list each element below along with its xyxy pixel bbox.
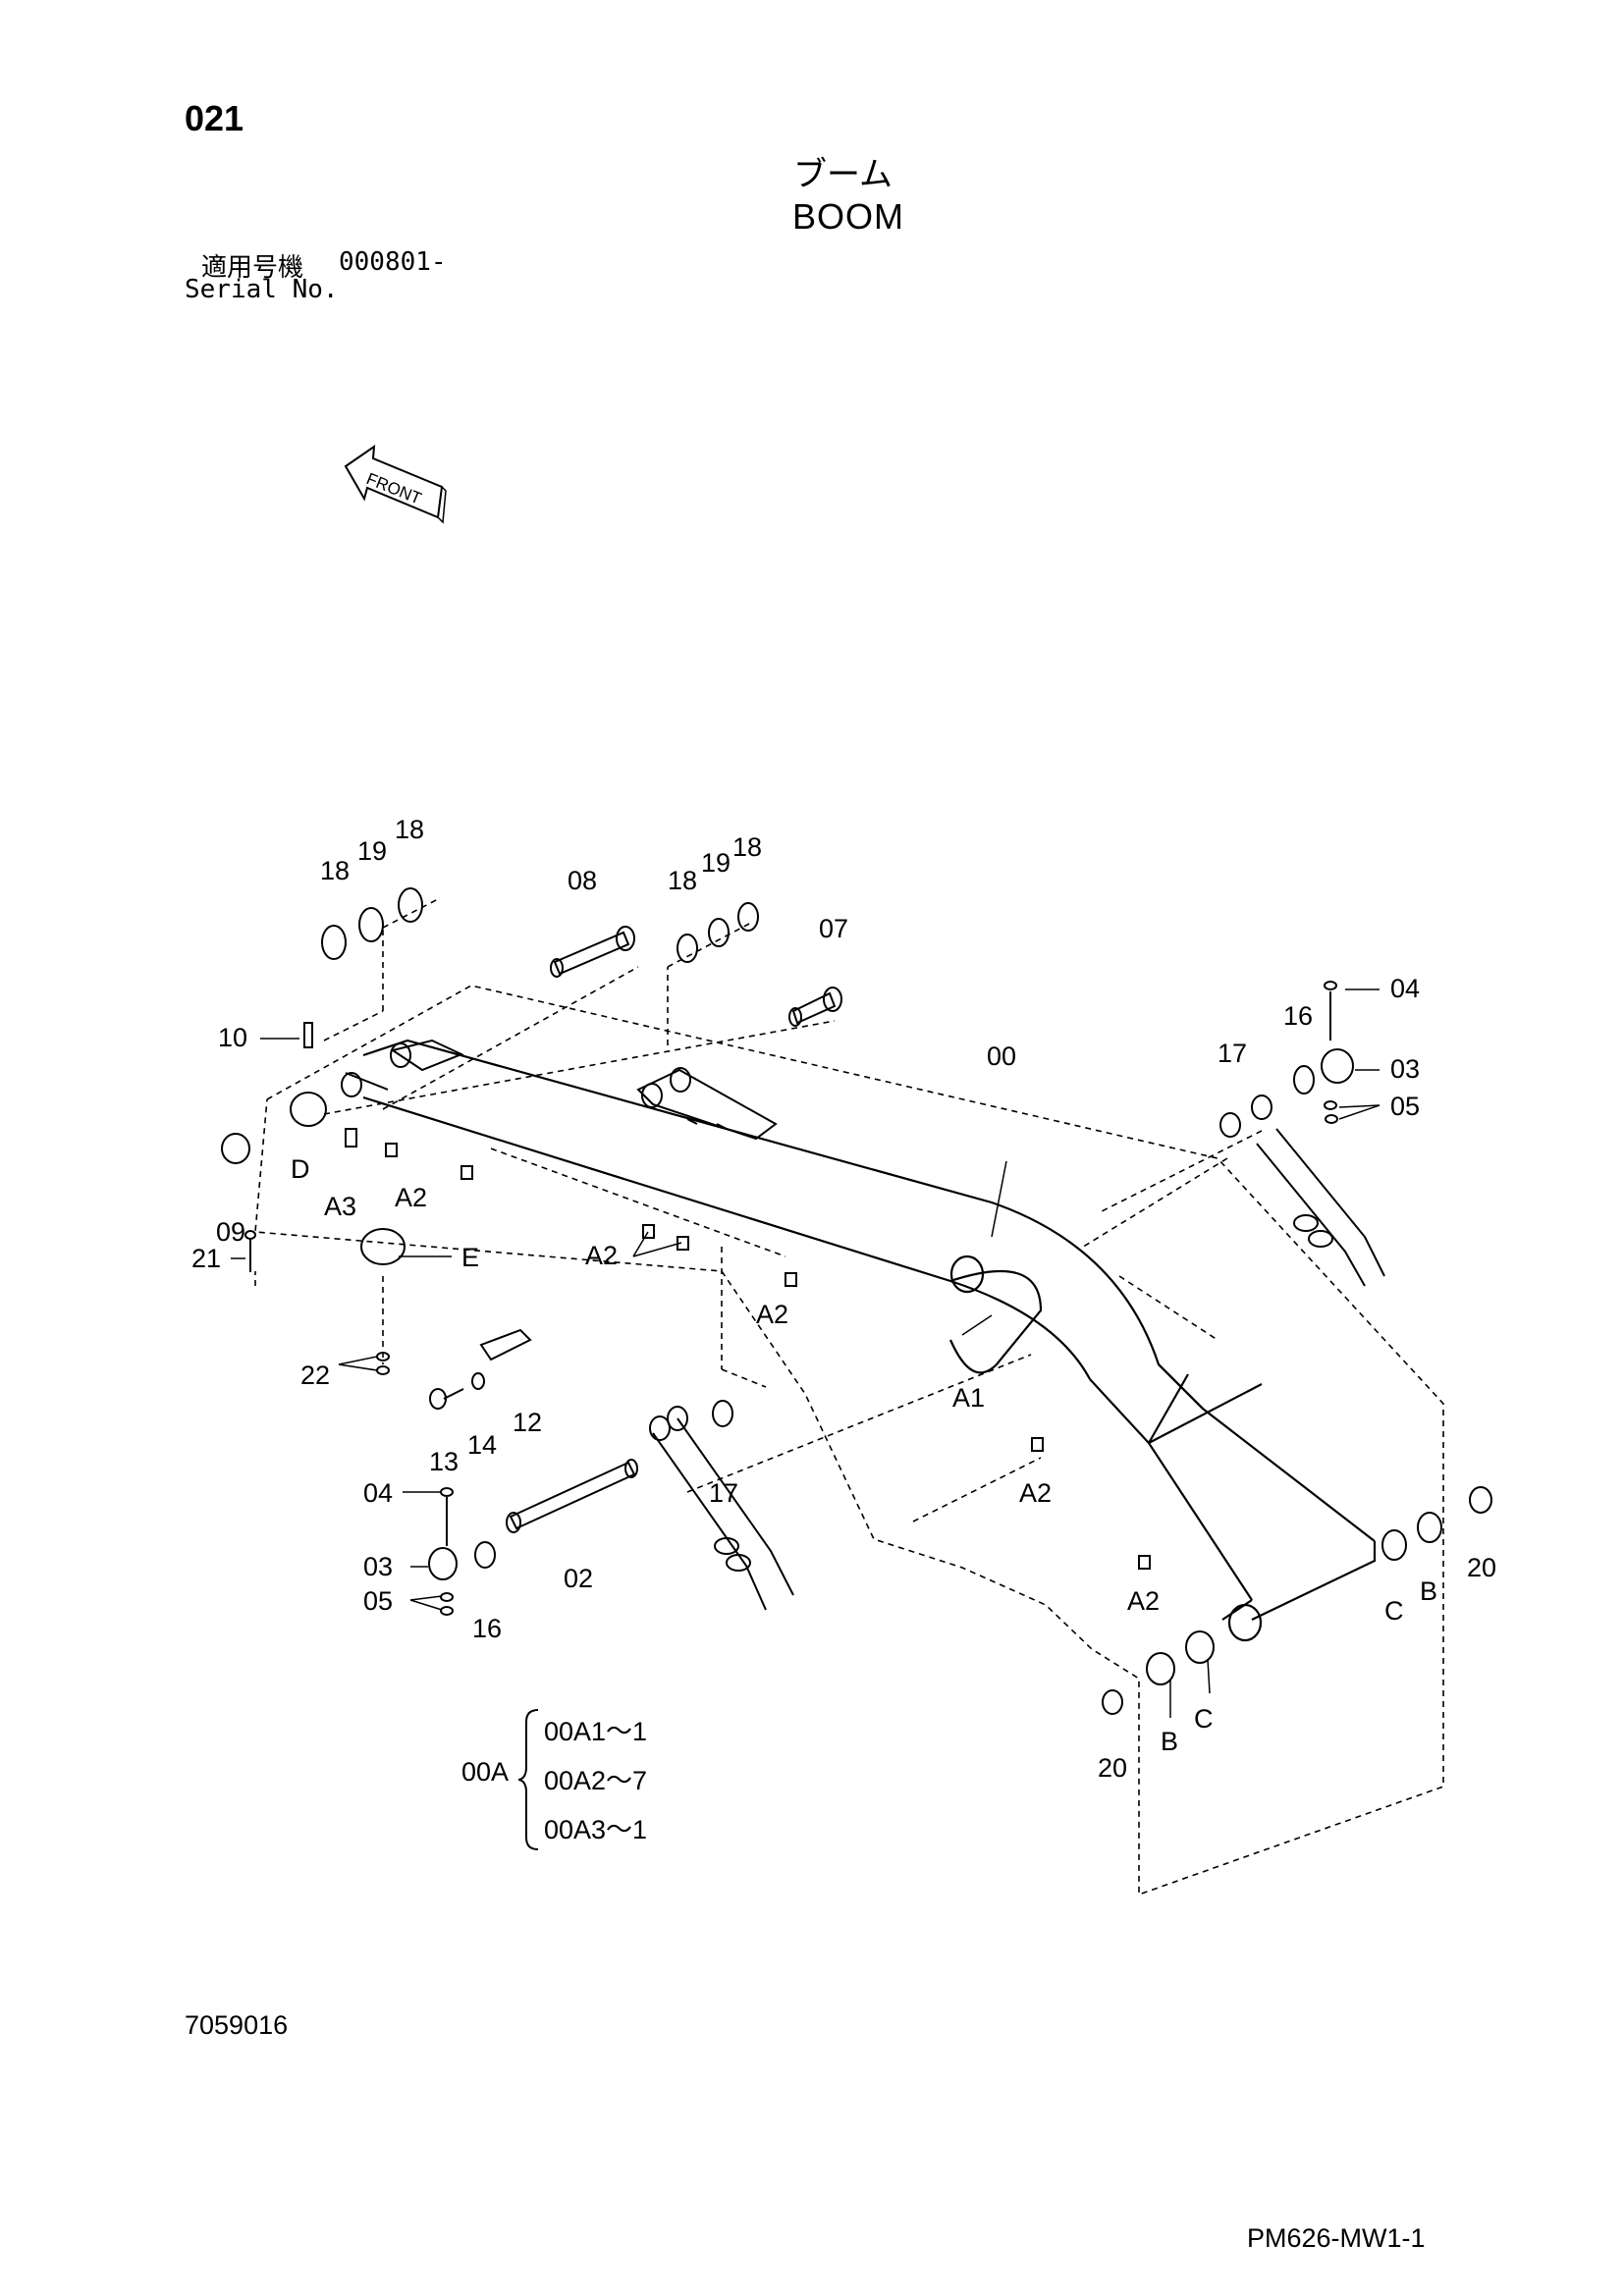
callout-05-lower: 05 [363,1586,393,1616]
callout-21: 21 [191,1244,221,1273]
callout-20-upper: 20 [1467,1553,1496,1582]
assembly-envelope [254,897,1444,1896]
callout-A2-c: A2 [756,1300,788,1329]
serial-label-japanese: 適用号機 [201,253,304,283]
callout-C-upper: C [1384,1596,1404,1626]
callout-D: D [291,1154,310,1184]
assembly-note-line: 00A3～1 [544,1815,648,1844]
callout-17-lower: 17 [709,1478,738,1508]
callout-08: 08 [568,866,597,895]
shim-group-mid [677,902,759,963]
callout-10: 10 [218,1023,247,1052]
callout-13: 13 [429,1447,459,1476]
callout-04-upper: 04 [1390,974,1420,1003]
assembly-note-prefix: 00A [461,1757,510,1787]
front-arrow-icon: FRONT [344,444,447,524]
serial-label: Serial No. [185,275,339,304]
pin-02 [506,1459,638,1533]
callout-19-b: 19 [701,848,731,878]
callout-00: 00 [987,1041,1016,1071]
callout-12: 12 [513,1408,542,1437]
assembly-note-line: 00A2～7 [544,1766,648,1795]
document-id: 7059016 [185,2010,289,2040]
shim-group-left [221,887,423,1265]
callout-A2-e: A2 [1127,1586,1160,1616]
boom-foot [341,1039,464,1097]
callout-17-upper: 17 [1218,1039,1247,1068]
curly-brace-icon [518,1709,539,1850]
assembly-note-line: 00A1～1 [544,1717,648,1746]
cylinder-rod-upper [1219,981,1385,1287]
callout-19-a: 19 [357,836,387,866]
page-title: BOOM [792,196,905,237]
callout-A2-a: A2 [395,1183,427,1212]
serial-range: 000801- [339,247,447,277]
pin-08 [550,926,635,978]
callout-16-upper: 16 [1283,1001,1313,1031]
callout-07: 07 [819,914,848,943]
page-number: 021 [185,98,244,138]
cylinder-bracket [636,1067,778,1141]
bracket-12-fasteners [244,1230,532,1410]
callout-09: 09 [216,1217,245,1247]
callout-03-lower: 03 [363,1552,393,1581]
callout-A2-b: A2 [585,1241,618,1270]
callout-A2-d: A2 [1019,1478,1052,1508]
pin-07 [788,987,842,1027]
callout-18-c: 18 [668,866,697,895]
callout-C-lower: C [1194,1704,1214,1734]
callout-02: 02 [564,1564,593,1593]
footer-code: PM626-MW1-1 [1247,2223,1426,2253]
callout-A1: A1 [952,1383,985,1413]
callout-18-b: 18 [395,815,424,844]
cylinder-rod-lower [428,1400,794,1616]
callout-18-a: 18 [320,856,350,885]
leader-lines [231,988,1380,1718]
bushing-group-lower-right [1102,1486,1492,1715]
page-title-japanese: ブーム [793,155,893,194]
boom-body [362,1039,1377,1642]
callout-04-lower: 04 [363,1478,393,1508]
plate-a2-group [345,1128,1151,1570]
callout-E: E [461,1243,479,1272]
callout-B-lower: B [1161,1727,1178,1756]
callout-16-lower: 16 [472,1614,502,1643]
callout-14: 14 [467,1430,497,1460]
callout-03-upper: 03 [1390,1054,1420,1084]
callout-05-upper: 05 [1390,1092,1420,1121]
callout-20-lower: 20 [1098,1753,1127,1783]
callout-18-d: 18 [732,832,762,862]
assembly-note: 00A 00A1～1 00A2～7 00A3～1 [461,1706,776,1853]
callout-22: 22 [300,1361,330,1390]
callout-B-upper: B [1420,1576,1437,1606]
callout-A3: A3 [324,1192,356,1221]
